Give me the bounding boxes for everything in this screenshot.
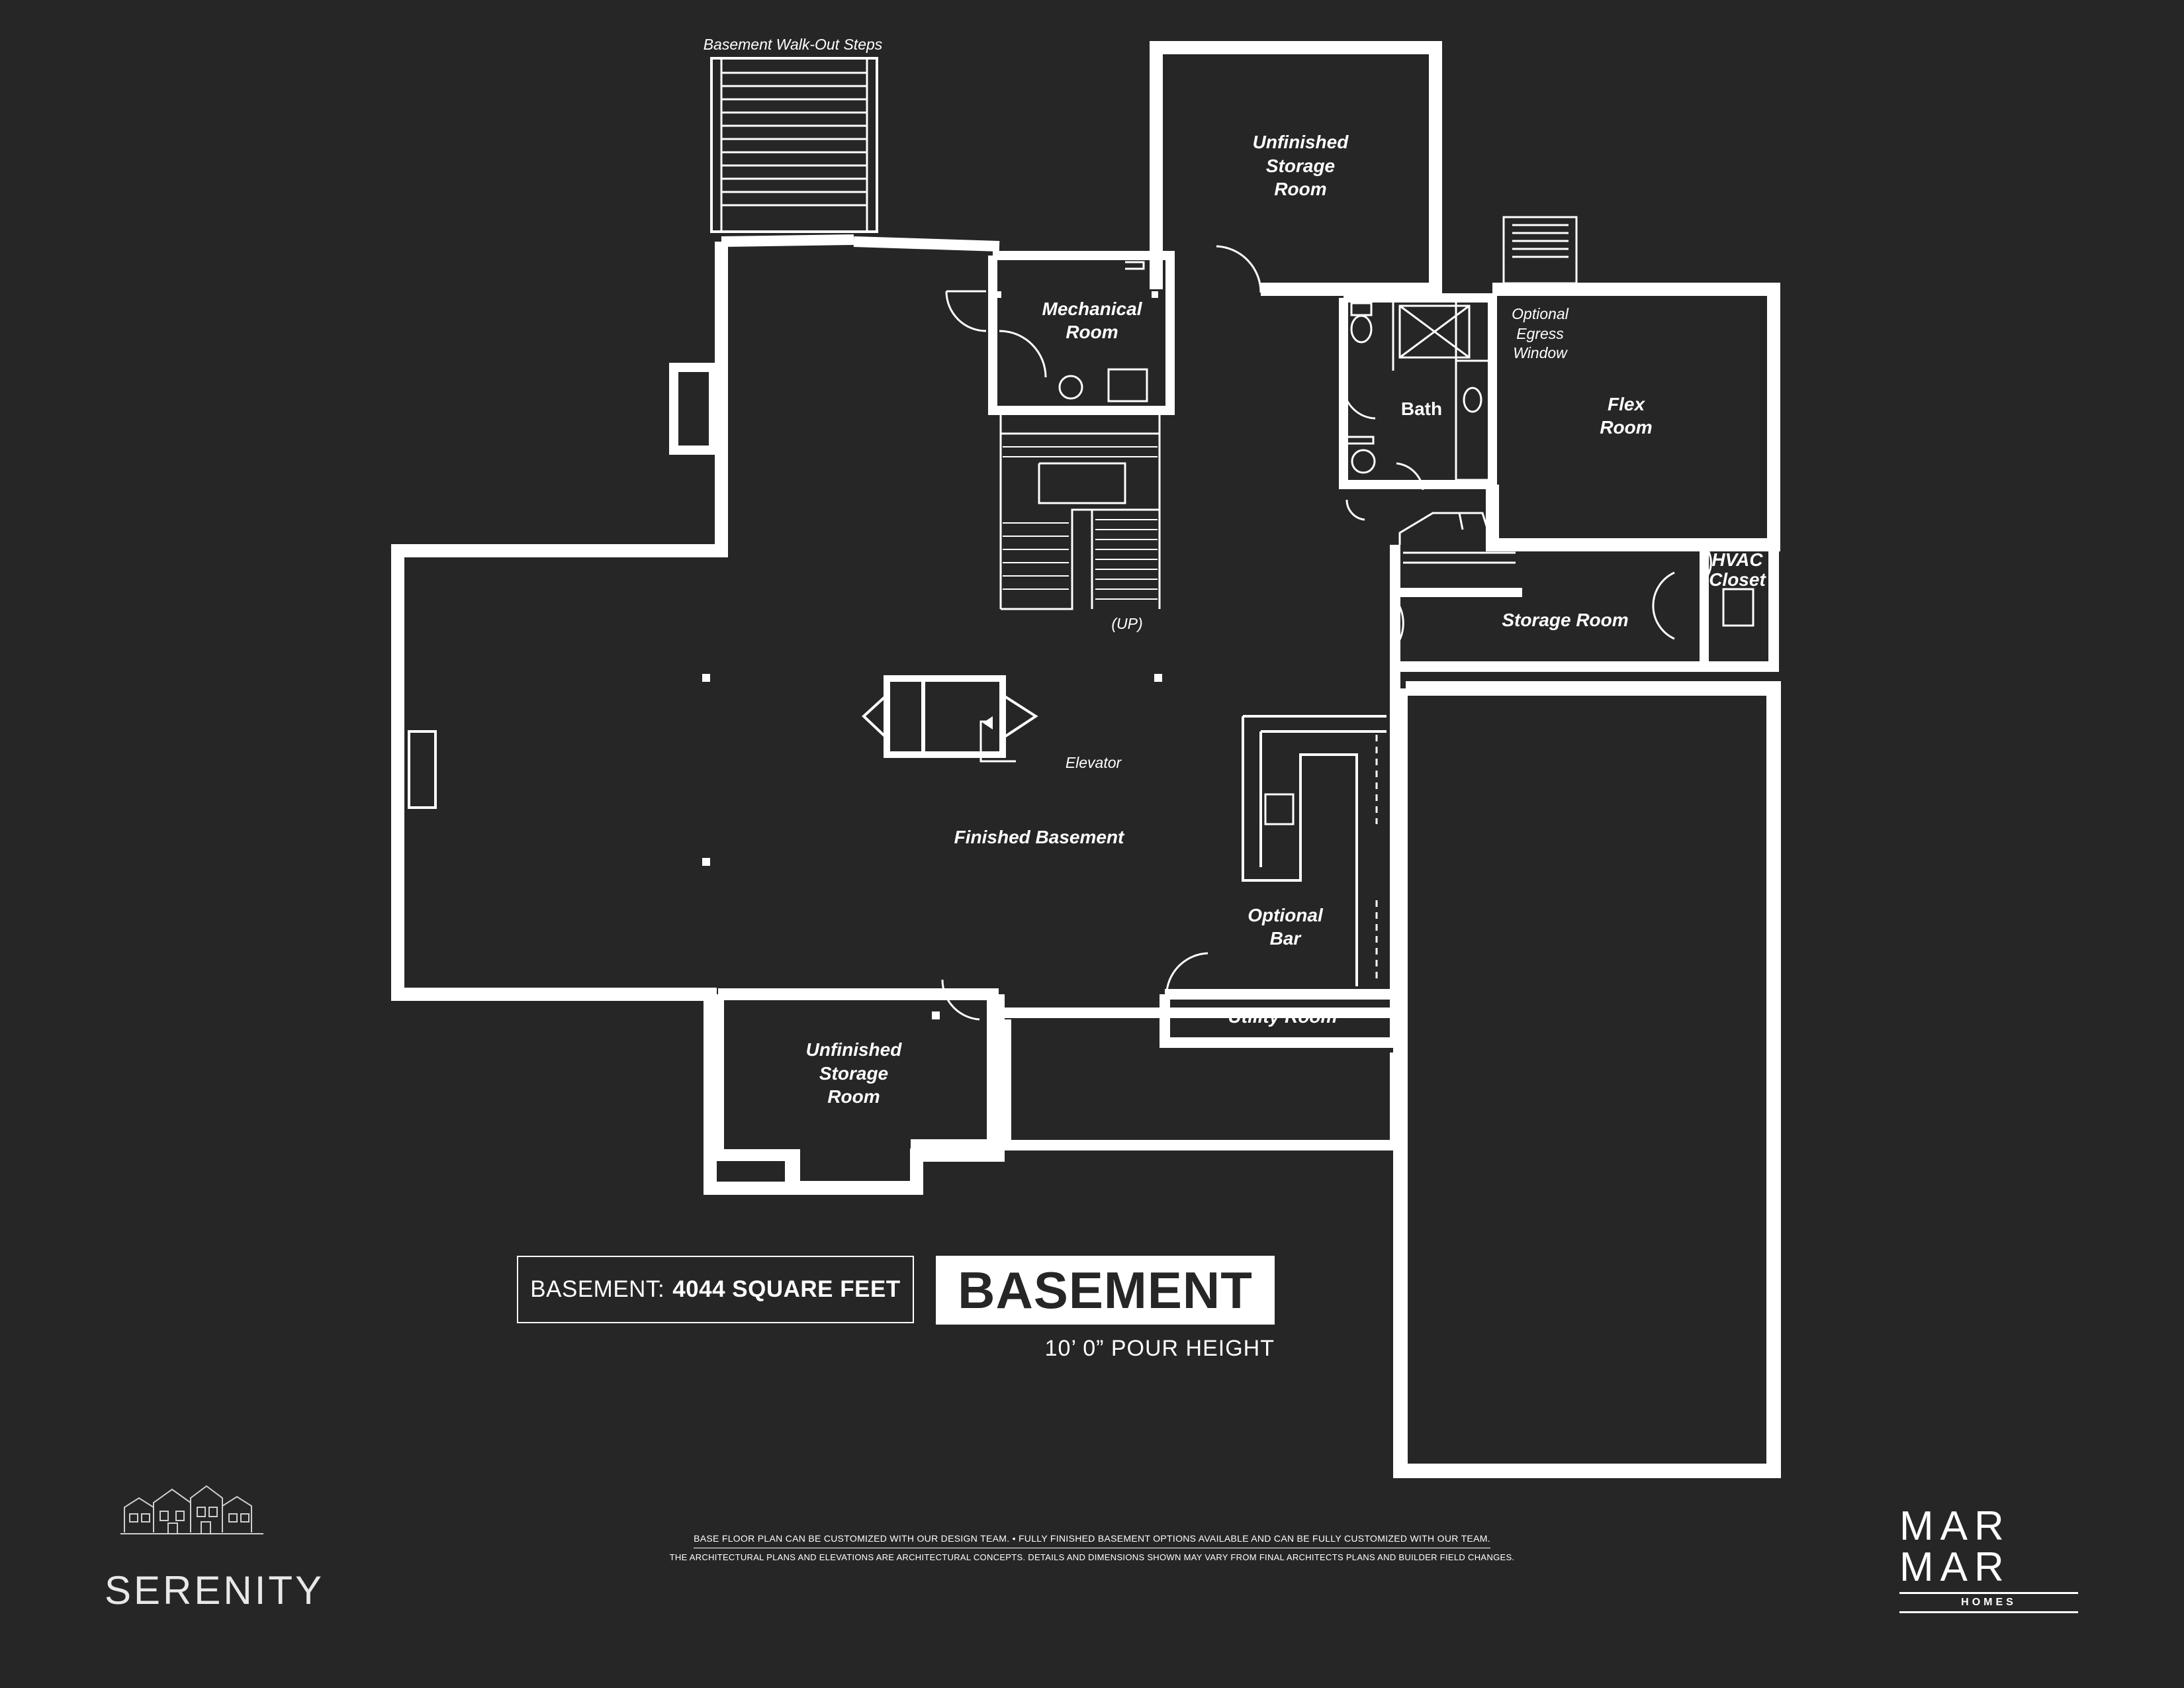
garage-notches [1767, 735, 1778, 1304]
egress-window-steps [1502, 216, 1578, 285]
logo-row-1: MAR [1899, 1503, 2011, 1549]
walkout-steps [710, 57, 878, 233]
unfinished-storage-top-label-1: Unfinished [1253, 132, 1349, 152]
window-bay [669, 363, 718, 455]
unfinished-storage-bottom-label-2: Storage [819, 1063, 888, 1084]
logo-homes: HOMES [1899, 1592, 2078, 1613]
optional-bar-label-2: Bar [1270, 928, 1302, 949]
utility-room-label: Utility Room [1228, 1006, 1338, 1027]
square-footage-label: BASEMENT: [530, 1276, 665, 1302]
house-elevation-icon [120, 1485, 263, 1534]
pour-height: 10’ 0” POUR HEIGHT [1044, 1336, 1275, 1361]
bath-label: Bath [1401, 399, 1442, 419]
optional-bar-label-1: Optional [1248, 905, 1324, 925]
elevator-shaft [862, 675, 1038, 763]
square-footage-value: 4044 SQUARE FEET [672, 1276, 901, 1302]
flex-room-label-1: Flex [1608, 394, 1645, 414]
hvac-closet-label-2: Closet [1709, 569, 1766, 590]
egress-window-label-3: Window [1513, 344, 1568, 361]
plan-title: BASEMENT [936, 1256, 1275, 1325]
unfinished-storage-top-label-2: Storage [1266, 156, 1335, 176]
flex-room-label-2: Room [1600, 417, 1652, 438]
logo-row-2: MAR [1899, 1544, 2011, 1590]
finished-basement-label: Finished Basement [954, 827, 1125, 847]
door-swings [941, 245, 1712, 1053]
egress-window-label-2: Egress [1516, 325, 1564, 342]
mechanical-room-label-2: Room [1066, 322, 1118, 342]
exterior-walls [391, 41, 1781, 1478]
square-footage-box: BASEMENT: 4044 SQUARE FEET [517, 1256, 914, 1323]
bar-counter [1242, 715, 1387, 986]
disclaimer: BASE FLOOR PLAN CAN BE CUSTOMIZED WITH O… [596, 1533, 1588, 1562]
mechanical-fixtures [1058, 261, 1148, 402]
unfinished-storage-bottom-label-1: Unfinished [806, 1039, 903, 1060]
unfinished-storage-bottom-label-3: Room [827, 1086, 880, 1107]
mechanical-room-label-1: Mechanical [1042, 299, 1143, 319]
storage-room-label: Storage Room [1502, 610, 1628, 630]
unfinished-storage-top-label-3: Room [1274, 179, 1326, 199]
disclaimer-line-2: THE ARCHITECTURAL PLANS AND ELEVATIONS A… [669, 1552, 1515, 1562]
stair-treads [1003, 446, 1158, 600]
model-name: SERENITY [105, 1568, 325, 1613]
hvac-unit [1722, 588, 1754, 627]
storage-doors [1398, 512, 1516, 564]
hvac-closet-label-1: HVAC [1711, 549, 1763, 570]
walkout-steps-label: Basement Walk-Out Steps [704, 36, 883, 53]
egress-window-label-1: Optional [1512, 305, 1569, 322]
column-dots [702, 291, 1162, 1019]
stairs-up-label: (UP) [1111, 615, 1142, 632]
disclaimer-line-1: BASE FLOOR PLAN CAN BE CUSTOMIZED WITH O… [694, 1533, 1490, 1548]
fireplace [408, 730, 437, 809]
elevator-label: Elevator [1066, 754, 1122, 771]
marmar-homes-logo: MAR MAR HOMES [1899, 1506, 2081, 1613]
bath-fixtures [1339, 302, 1490, 481]
